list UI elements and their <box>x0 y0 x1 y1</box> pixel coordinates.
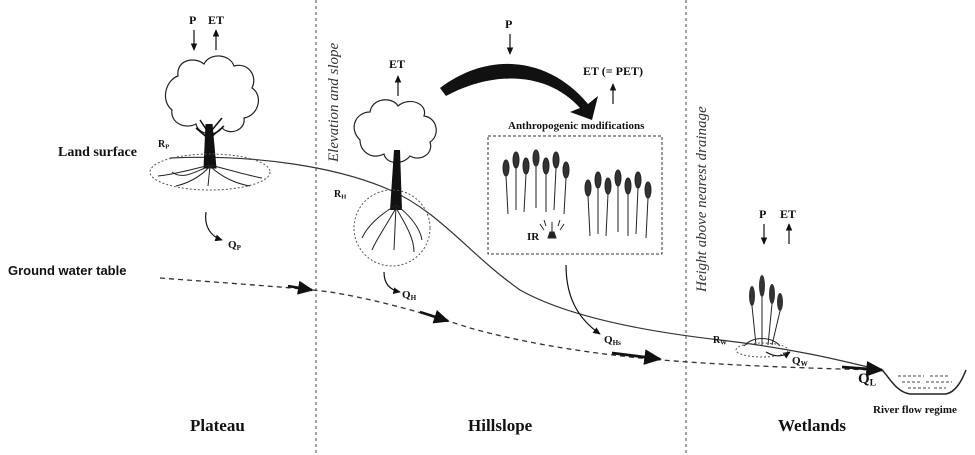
height-above-drainage-label: Height above nearest drainage <box>694 106 710 292</box>
wetland-root-zone <box>735 342 789 358</box>
gw-arrow-2 <box>419 310 450 324</box>
q-plateau-label: QP <box>228 239 241 252</box>
irrigation-sprinkler-icon <box>539 219 565 239</box>
hillslope-roots <box>361 204 423 253</box>
land-surface-label: Land surface <box>58 145 137 160</box>
r-wetland-label: RW <box>713 335 727 347</box>
hillslope-tree <box>353 99 437 210</box>
r-plateau-label: RP <box>158 139 170 151</box>
zone-title-hillslope: Hillslope <box>468 416 533 435</box>
et-pet-label: ET (= PET) <box>583 64 643 78</box>
vertical-flux-arrows <box>190 29 793 245</box>
q-wetland-label: QW <box>792 355 808 368</box>
zone-title-wetlands: Wetlands <box>778 416 847 435</box>
plateau-tree <box>164 55 260 169</box>
plateau-et-label: ET <box>208 13 225 27</box>
anthropogenic-label: Anthropogenic modifications <box>508 120 645 132</box>
anthropogenic-box <box>487 135 663 255</box>
q-hs-label: QHs <box>604 334 621 347</box>
river-channel <box>881 369 967 395</box>
crop-field <box>502 149 652 239</box>
gw-arrow-3 <box>611 349 662 365</box>
plateau-p-label: P <box>189 13 197 27</box>
hillslope-et-label: ET <box>389 57 406 71</box>
q-hillslope-label: QH <box>402 289 417 302</box>
ground-water-table-label: Ground water table <box>8 263 127 278</box>
plateau-roots <box>157 164 263 187</box>
hillslope-flow-arrow <box>383 271 401 294</box>
wetland-p-label: P <box>759 207 767 221</box>
land-surface-line <box>169 156 881 371</box>
r-hillslope-label: RH <box>334 189 347 201</box>
anthropogenic-p-label: P <box>505 17 513 31</box>
elevation-slope-label: Elevation and slope <box>326 42 342 162</box>
ir-label: IR <box>527 231 540 243</box>
wetland-flow-arrow <box>765 351 791 359</box>
river-flow-regime-label: River flow regime <box>873 404 957 416</box>
moisture-transfer-arrow <box>440 63 598 120</box>
gw-arrow-4 <box>841 361 884 377</box>
irrigation-return-arrow <box>565 264 601 335</box>
q-l-label: QL <box>858 371 877 389</box>
zone-title-plateau: Plateau <box>190 416 245 435</box>
plateau-root-zone <box>149 153 271 191</box>
wetland-plants <box>743 275 783 347</box>
gw-arrow-1 <box>287 280 314 295</box>
hillslope-root-zone <box>353 189 431 267</box>
wetland-et-label: ET <box>780 207 797 221</box>
plateau-percolation-arrow <box>205 211 223 242</box>
